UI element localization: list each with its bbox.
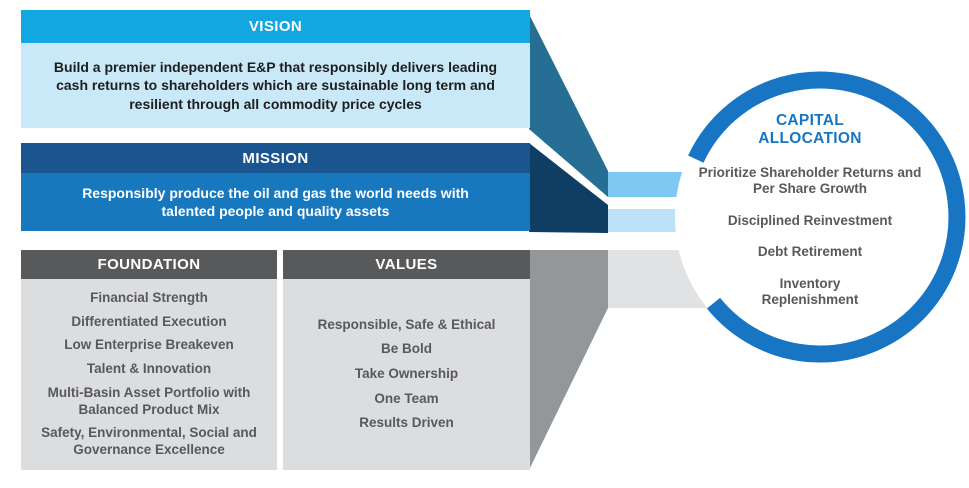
list-item: Inventory Replenishment bbox=[761, 275, 859, 307]
list-item: One Team bbox=[374, 390, 439, 406]
vision-header: VISION bbox=[21, 10, 530, 43]
list-item: Disciplined Reinvestment bbox=[727, 212, 893, 228]
foundation-values-funnel bbox=[529, 250, 608, 470]
capital-allocation-list: Prioritize Shareholder Returns and Per S… bbox=[686, 165, 934, 324]
list-item: Debt Retirement bbox=[757, 244, 863, 260]
vision-statement: Build a premier independent E&P that res… bbox=[21, 43, 530, 128]
values-title: VALUES bbox=[375, 256, 438, 273]
mission-flow-beam bbox=[529, 143, 608, 233]
list-item: Be Bold bbox=[380, 341, 432, 357]
list-item: Prioritize Shareholder Returns and Per S… bbox=[698, 164, 922, 197]
foundation-title: FOUNDATION bbox=[97, 256, 201, 273]
vision-title: VISION bbox=[248, 18, 303, 35]
list-item: Low Enterprise Breakeven bbox=[64, 337, 234, 353]
mission-statement: Responsibly produce the oil and gas the … bbox=[21, 173, 530, 231]
mission-title: MISSION bbox=[242, 149, 309, 167]
circle-interior bbox=[675, 72, 965, 362]
capital-allocation-panel: CAPITAL ALLOCATION Prioritize Shareholde… bbox=[686, 112, 934, 323]
values-header: VALUES bbox=[283, 250, 530, 279]
foundation-header: FOUNDATION bbox=[21, 250, 277, 279]
list-item: Safety, Environmental, Social and Govern… bbox=[41, 425, 257, 458]
list-item: Financial Strength bbox=[90, 289, 208, 305]
mission-header: MISSION bbox=[21, 143, 530, 173]
capital-allocation-title: CAPITAL ALLOCATION bbox=[758, 112, 862, 147]
list-item: Results Driven bbox=[359, 415, 454, 431]
list-item: Responsible, Safe & Ethical bbox=[317, 316, 496, 332]
vision-flow-beam bbox=[529, 14, 608, 197]
list-item: Multi-Basin Asset Portfolio with Balance… bbox=[47, 384, 251, 417]
list-item: Take Ownership bbox=[354, 366, 459, 382]
list-item: Differentiated Execution bbox=[71, 313, 227, 329]
capital-allocation-ring bbox=[688, 71, 966, 363]
list-item: Talent & Innovation bbox=[86, 361, 212, 376]
